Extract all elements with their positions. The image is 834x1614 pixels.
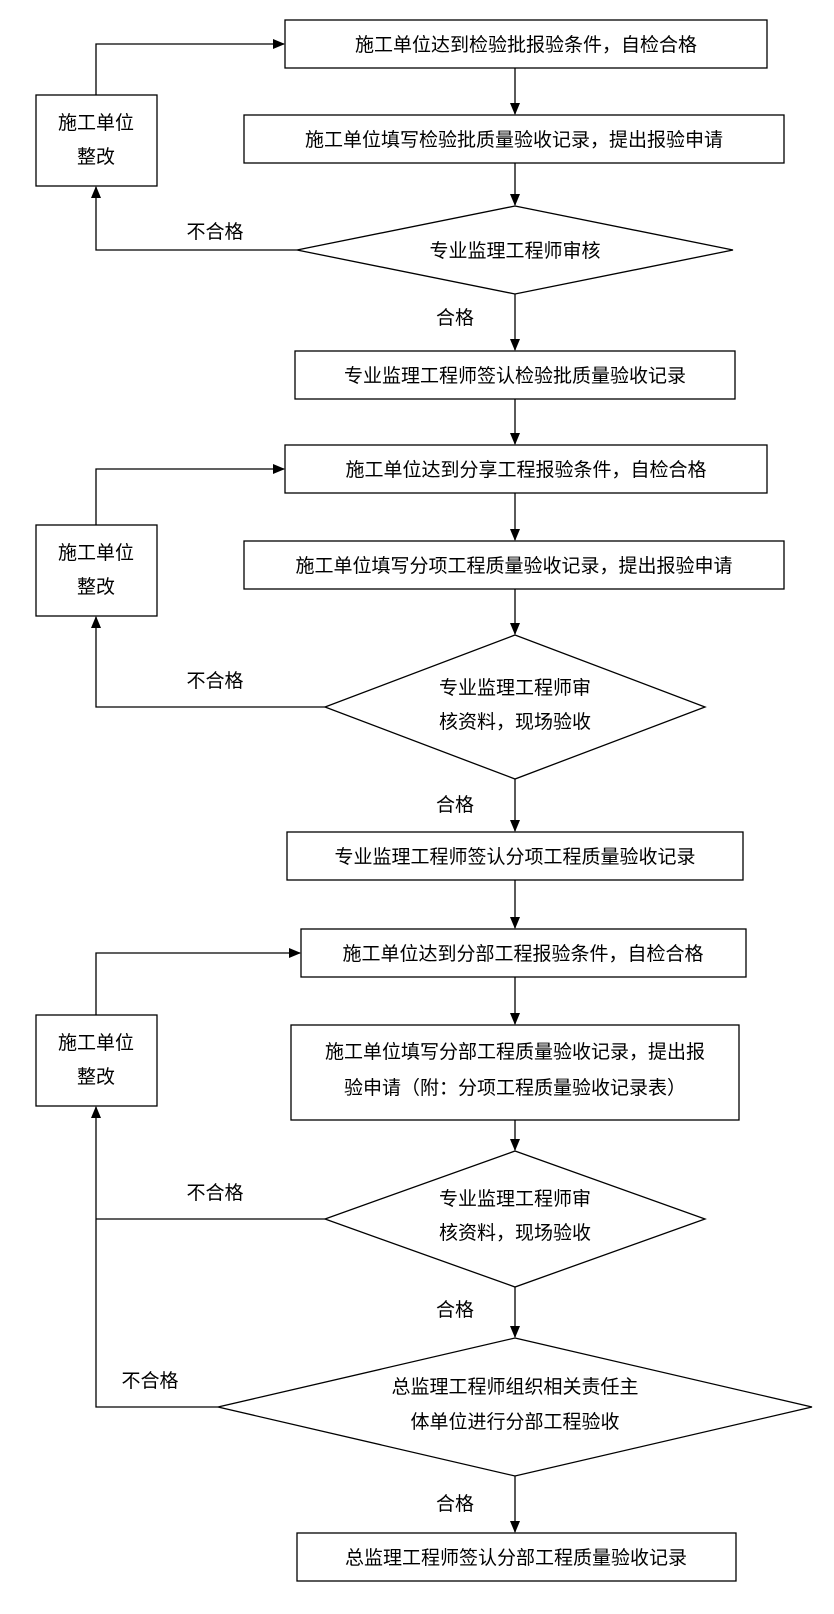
s1-return-line bbox=[95, 39, 285, 95]
s2-decision-line1: 专业监理工程师审 bbox=[439, 677, 591, 699]
s1-decision-text: 专业监理工程师审核 bbox=[429, 240, 600, 262]
s1-fail-line bbox=[91, 186, 297, 251]
s2-box-ready-text: 施工单位达到分享工程报验条件，自检合格 bbox=[345, 459, 706, 481]
s3-box-ready bbox=[300, 928, 747, 978]
s2-decision bbox=[323, 634, 707, 780]
s2-decision-line2: 核资料，现场验收 bbox=[439, 711, 591, 733]
s1-box-apply-text: 施工单位填写检验批质量验收记录，提出报验申请 bbox=[305, 129, 723, 151]
s1-box-sign-text: 专业监理工程师签认检验批质量验收记录 bbox=[344, 365, 686, 387]
s3-return-line bbox=[95, 948, 301, 1015]
s2-fail-line bbox=[91, 616, 325, 708]
s3-box-sign-text: 总监理工程师签认分部工程质量验收记录 bbox=[345, 1547, 687, 1569]
s3-rework-line1: 施工单位 bbox=[58, 1032, 134, 1054]
s3-decision-1-line1: 专业监理工程师审 bbox=[439, 1188, 591, 1210]
s2-rework-box bbox=[35, 524, 158, 617]
section-sub-item: 施工单位达到分享工程报验条件，自检合格 施工单位填写分项工程质量验收记录，提出报… bbox=[35, 444, 785, 881]
s3-decision-2 bbox=[217, 1337, 813, 1477]
section-division: 施工单位达到分部工程报验条件，自检合格 施工单位填写分部工程质量验收记录，提出报… bbox=[35, 928, 813, 1582]
s3-fail-label-1: 不合格 bbox=[186, 1182, 243, 1204]
s2-box-apply-text: 施工单位填写分项工程质量验收记录，提出报验申请 bbox=[295, 555, 732, 577]
s3-box-apply-line1: 施工单位填写分部工程质量验收记录，提出报 bbox=[325, 1041, 705, 1063]
s1-rework-box bbox=[35, 94, 158, 187]
s1-rework-line1: 施工单位 bbox=[58, 112, 134, 134]
s2-fail-label: 不合格 bbox=[186, 670, 243, 692]
s3-decision-1 bbox=[323, 1150, 707, 1288]
s1-box-apply bbox=[243, 114, 785, 164]
s3-pass-label-2: 合格 bbox=[436, 1493, 474, 1515]
s3-rework-box bbox=[35, 1014, 158, 1107]
s3-box-apply-line2: 验申请（附：分项工程质量验收记录表） bbox=[344, 1077, 686, 1099]
s3-decision-2-line2: 体单位进行分部工程验收 bbox=[410, 1411, 619, 1433]
s1-fail-label: 不合格 bbox=[186, 221, 243, 243]
section-inspection-lot: 施工单位达到检验批报验条件，自检合格 施工单位填写检验批质量验收记录，提出报验申… bbox=[35, 19, 785, 400]
s3-pass-label-1: 合格 bbox=[436, 1299, 474, 1321]
s3-fail-line-2 bbox=[91, 1106, 218, 1408]
s3-box-ready-text: 施工单位达到分部工程报验条件，自检合格 bbox=[342, 943, 703, 965]
s3-rework-line2: 整改 bbox=[77, 1066, 115, 1088]
s3-fail-label-2: 不合格 bbox=[121, 1370, 178, 1392]
s1-rework-line2: 整改 bbox=[77, 146, 115, 168]
s2-rework-line2: 整改 bbox=[77, 576, 115, 598]
s2-box-ready bbox=[284, 444, 768, 494]
s1-pass-label: 合格 bbox=[436, 307, 474, 329]
s2-rework-line1: 施工单位 bbox=[58, 542, 134, 564]
s3-decision-1-line2: 核资料，现场验收 bbox=[439, 1222, 591, 1244]
s2-pass-label: 合格 bbox=[436, 794, 474, 816]
s2-box-apply bbox=[243, 540, 785, 590]
s2-return-line bbox=[95, 464, 285, 525]
s3-decision-2-line1: 总监理工程师组织相关责任主 bbox=[391, 1376, 638, 1398]
s1-box-sign bbox=[294, 350, 736, 400]
s3-box-apply bbox=[290, 1024, 740, 1121]
s2-box-sign-text: 专业监理工程师签认分项工程质量验收记录 bbox=[334, 846, 695, 868]
s1-box-ready bbox=[284, 19, 768, 69]
s3-box-sign bbox=[296, 1532, 737, 1582]
s1-box-ready-text: 施工单位达到检验批报验条件，自检合格 bbox=[355, 34, 697, 56]
